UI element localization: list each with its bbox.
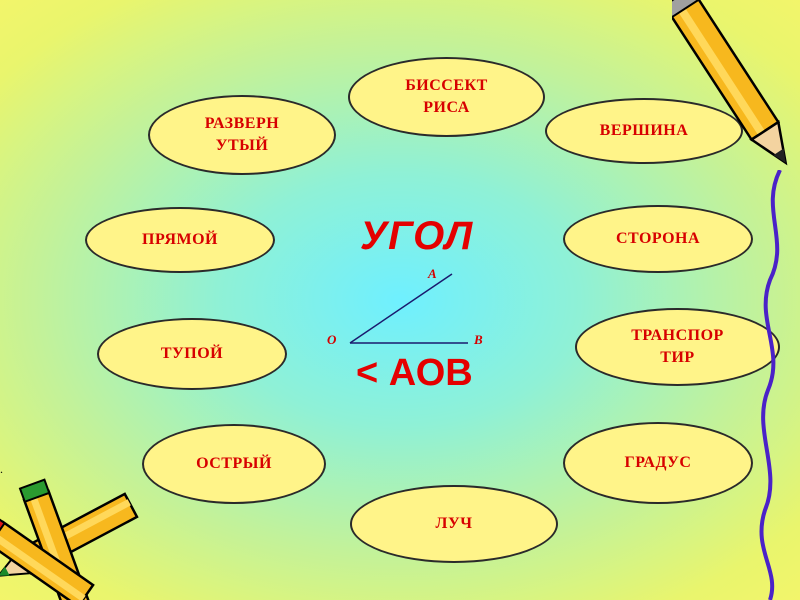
oval-luch: ЛУЧ bbox=[350, 485, 558, 563]
wavy-line bbox=[759, 170, 782, 600]
oval-razvernutyi: РАЗВЕРН УТЫЙ bbox=[148, 95, 336, 175]
point-b-label: B bbox=[474, 332, 483, 347]
oval-vershina: ВЕРШИНА bbox=[545, 98, 743, 164]
point-o-label: O bbox=[327, 332, 337, 347]
angle-ray-oa bbox=[349, 273, 453, 344]
oval-tupoi-label: ТУПОЙ bbox=[160, 345, 224, 362]
oval-storona: СТОРОНА bbox=[563, 205, 753, 273]
oval-bissektrisa-label: БИССЕКТ РИСА bbox=[405, 77, 488, 116]
oval-luch-label: ЛУЧ bbox=[435, 515, 473, 532]
point-a-label: A bbox=[428, 266, 437, 281]
pencils-icon bbox=[0, 478, 139, 600]
pencil-icon bbox=[672, 0, 788, 166]
oval-razvernutyi-label: РАЗВЕРН УТЫЙ bbox=[204, 115, 280, 154]
oval-storona-label: СТОРОНА bbox=[615, 230, 701, 247]
oval-gradus: ГРАДУС bbox=[563, 422, 753, 504]
stray-dot: . bbox=[0, 462, 3, 476]
oval-tupoi: ТУПОЙ bbox=[97, 318, 287, 390]
center-title: УГОЛ bbox=[360, 214, 474, 258]
oval-transportir: ТРАНСПОР ТИР bbox=[575, 308, 780, 386]
angle-name-label: < АОВ bbox=[356, 352, 473, 394]
oval-vershina-label: ВЕРШИНА bbox=[599, 122, 689, 139]
oval-pryamoi: ПРЯМОЙ bbox=[85, 207, 275, 273]
oval-gradus-label: ГРАДУС bbox=[624, 454, 692, 471]
oval-ostryi-label: ОСТРЫЙ bbox=[196, 455, 272, 472]
oval-ostryi: ОСТРЫЙ bbox=[142, 424, 326, 504]
oval-transportir-label: ТРАНСПОР ТИР bbox=[631, 327, 724, 366]
oval-bissektrisa: БИССЕКТ РИСА bbox=[348, 57, 545, 137]
oval-pryamoi-label: ПРЯМОЙ bbox=[142, 231, 218, 248]
angle-diagram bbox=[349, 273, 468, 344]
